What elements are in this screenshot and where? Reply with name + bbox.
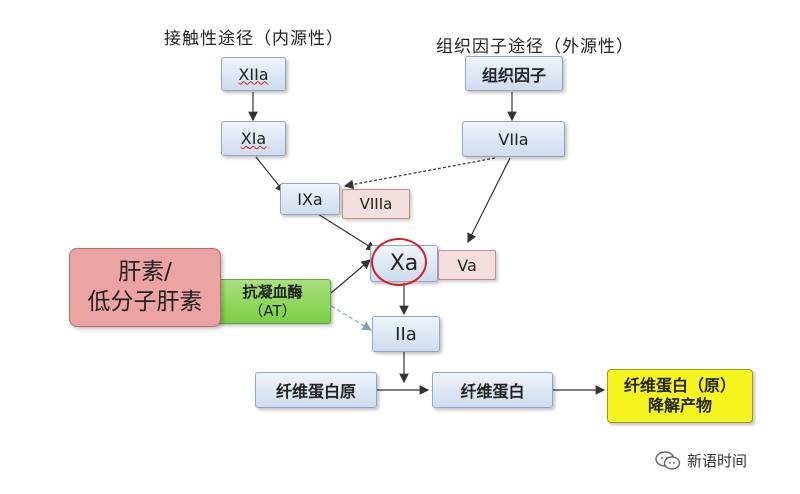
node-viia: VIIa: [462, 121, 565, 157]
arrow-xia-ixa: [255, 156, 285, 193]
arrow-at-iia: [330, 305, 373, 331]
arrow-ixa-xa: [317, 213, 377, 251]
node-tissue-factor-label: 组织因子: [481, 65, 546, 85]
node-xia: XIa: [221, 121, 286, 156]
node-heparin: 肝素/ 低分子肝素: [69, 248, 221, 327]
node-fdp-line2: 降解产物: [647, 396, 712, 415]
node-antithrombin-line2: （AT）: [248, 301, 297, 320]
arrow-at-xa: [330, 259, 371, 294]
node-viiia: VIIIa: [342, 189, 410, 219]
node-viia-label: VIIa: [498, 129, 529, 149]
node-fdp-line1: 纤维蛋白（原）: [623, 376, 736, 395]
wechat-icon: [655, 450, 681, 470]
watermark: 新语时间: [655, 450, 747, 471]
node-viiia-label: VIIIa: [359, 195, 393, 213]
node-fdp: 纤维蛋白（原） 降解产物: [607, 369, 753, 423]
node-tissue-factor: 组织因子: [465, 56, 563, 91]
arrow-viia-ixa: [343, 157, 496, 190]
node-fibrinogen: 纤维蛋白原: [255, 372, 377, 408]
node-antithrombin-line1: 抗凝血酶: [242, 282, 303, 301]
node-fibrin: 纤维蛋白: [432, 372, 553, 408]
node-iia-label: IIa: [395, 323, 417, 345]
node-va-label: Va: [457, 255, 477, 275]
node-va: Va: [438, 250, 496, 280]
node-xiia: XIIa: [221, 57, 286, 91]
node-fibrinogen-label: 纤维蛋白原: [275, 382, 356, 401]
node-heparin-line1: 肝素/: [118, 258, 172, 285]
node-ixa: IXa: [280, 183, 340, 215]
node-iia: IIa: [372, 316, 440, 352]
node-heparin-line2: 低分子肝素: [87, 288, 203, 315]
watermark-text: 新语时间: [687, 452, 748, 470]
arrow-viia-xa: [467, 157, 511, 244]
extrinsic-pathway-heading: 组织因子途径（外源性）: [436, 37, 634, 57]
xa-highlight-circle: [371, 238, 427, 286]
node-fibrin-label: 纤维蛋白: [460, 382, 525, 401]
node-ixa-label: IXa: [297, 189, 323, 209]
intrinsic-pathway-heading: 接触性途径（内源性）: [164, 29, 344, 49]
node-xiia-label: XIIa: [238, 64, 269, 84]
node-xia-label: XIa: [240, 129, 267, 148]
node-antithrombin: 抗凝血酶 （AT）: [214, 279, 331, 324]
